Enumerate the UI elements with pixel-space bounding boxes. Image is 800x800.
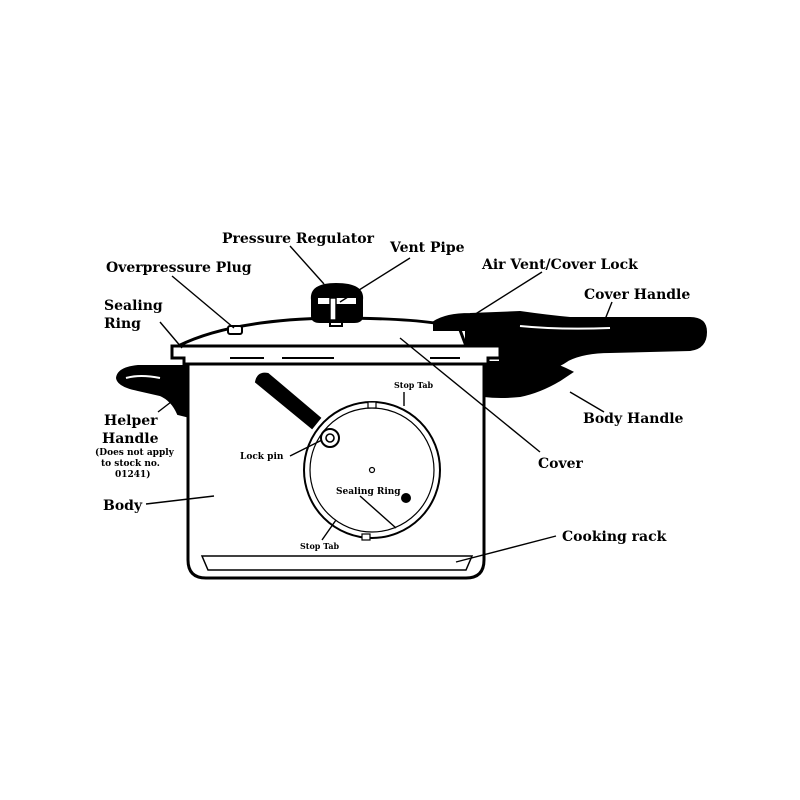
label-helper-handle-2: Handle xyxy=(102,431,159,447)
label-vent-pipe: Vent Pipe xyxy=(389,240,465,256)
label-helper-note-3: 01241) xyxy=(115,469,151,480)
label-air-vent-cover-lock: Air Vent/Cover Lock xyxy=(481,257,638,273)
leader-lines xyxy=(145,245,613,563)
label-lock-pin: Lock pin xyxy=(240,452,284,462)
cooker-illustration xyxy=(115,282,708,580)
label-sealing-ring-top-2: Ring xyxy=(104,316,141,332)
label-cover-handle: Cover Handle xyxy=(584,287,690,303)
label-body-handle: Body Handle xyxy=(583,411,684,427)
lid-rim-shape xyxy=(170,344,502,366)
label-helper-handle-1: Helper xyxy=(104,413,158,429)
label-overpressure-plug: Overpressure Plug xyxy=(106,260,252,276)
label-sealing-ring-inner: Sealing Ring xyxy=(336,487,401,497)
label-cooking-rack: Cooking rack xyxy=(562,529,667,545)
label-pressure-regulator: Pressure Regulator xyxy=(222,231,375,247)
label-body: Body xyxy=(103,498,143,514)
label-sealing-ring-top-1: Sealing xyxy=(104,298,163,314)
lid-lock-handle-shape xyxy=(254,372,322,430)
label-helper-note-2: to stock no. xyxy=(101,459,160,469)
label-helper-note-1: (Does not apply xyxy=(95,447,175,458)
label-stop-tab-top: Stop Tab xyxy=(394,380,434,390)
label-stop-tab-bottom: Stop Tab xyxy=(300,541,340,551)
cover-handle-shape xyxy=(433,310,708,374)
helper-handle-shape xyxy=(115,365,189,418)
label-cover: Cover xyxy=(538,456,584,472)
labels: Pressure Regulator Vent Pipe Air Vent/Co… xyxy=(95,231,690,551)
body-shape xyxy=(186,362,486,580)
cooking-rack-shape xyxy=(200,555,474,571)
